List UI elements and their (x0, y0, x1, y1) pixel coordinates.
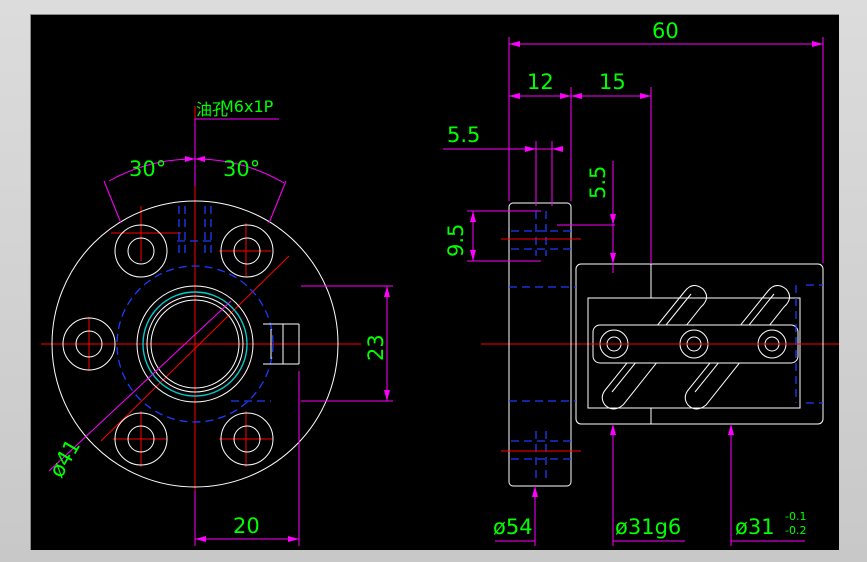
bolt-holes (62, 224, 274, 466)
side-nut-inner (587, 297, 801, 409)
side-hidden-lines (509, 211, 823, 479)
tolerance-lower: -0.2 (785, 524, 806, 537)
dim-5-5-left-label: 5.5 (447, 123, 480, 147)
dim-9-5-label: 9.5 (444, 224, 468, 257)
dim-5-5-vert-label: 5.5 (586, 166, 610, 199)
dia-31-label: ø31 (735, 515, 775, 539)
dim-60-label: 60 (652, 19, 679, 43)
front-view: 油孔 M6x1P 30° 30° ø41 23 20 (41, 97, 393, 546)
flange-outline (51, 200, 339, 488)
front-centerlines (41, 106, 361, 501)
tolerance-upper: -0.1 (785, 510, 806, 523)
dim-23-label: 23 (364, 334, 388, 361)
side-arrowheads (470, 41, 823, 497)
oil-hole-label: 油孔 (196, 100, 228, 119)
dim-15-label: 15 (599, 70, 626, 94)
dia-41-label: ø41 (45, 435, 86, 481)
front-dimensions (48, 118, 393, 546)
cad-drawing: 油孔 M6x1P 30° 30° ø41 23 20 (41, 19, 839, 546)
thread-label: M6x1P (220, 97, 274, 116)
cad-canvas[interactable]: 油孔 M6x1P 30° 30° ø41 23 20 (30, 14, 839, 550)
side-view: 60 12 15 5.5 5.5 9.5 ø54 ø31g6 ø31 -0.1 … (443, 19, 839, 546)
angle-right-label: 30° (223, 157, 260, 181)
front-hidden-lines (116, 206, 274, 423)
bore (136, 285, 254, 403)
dim-12-label: 12 (527, 70, 554, 94)
front-arrowheads (185, 156, 390, 542)
dim-20-label: 20 (233, 514, 260, 538)
side-dimensions (443, 37, 824, 546)
side-flange (508, 202, 572, 487)
side-nut (575, 263, 824, 425)
dia-54-label: ø54 (493, 515, 533, 539)
dia-31g6-label: ø31g6 (615, 515, 681, 539)
side-hole-centers (501, 238, 581, 452)
angle-left-label: 30° (129, 157, 166, 181)
oil-port (263, 323, 300, 365)
